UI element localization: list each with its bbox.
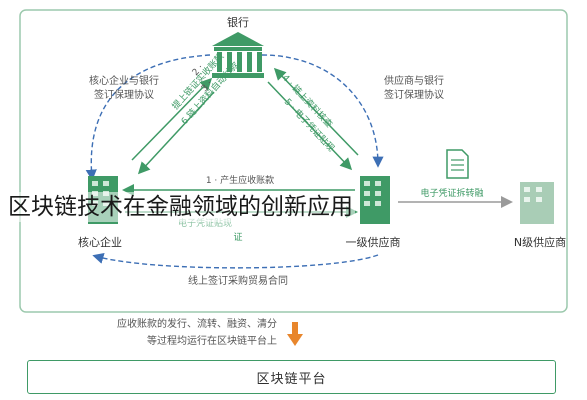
arrow-bank-to-core [137,91,215,175]
arrow-tier1-to-bank [273,67,359,156]
arrow-bank-to-tier1 [267,81,353,171]
right-agreement-line1: 供应商与银行 [384,74,444,87]
note-line-1: 应收账款的发行、流转、融资、清分 [117,319,277,330]
tierN-supplier-label: N级供应商 [514,235,566,249]
dashed-arc-right [261,54,384,168]
contract-label: 线上签订采购贸易合同 [188,274,288,287]
tier1-supplier-building-icon [360,176,390,224]
core-enterprise-label: 核心企业 [78,235,122,249]
cert-label: 证 [233,232,242,243]
tier1-supplier-label: 一级供应商 [346,235,401,249]
platform-label: 区块链平台 [256,371,327,387]
bank-label: 银行 [227,15,249,29]
right-agreement-line2: 签订保理协议 [384,88,444,101]
outer-frame [19,9,568,313]
blockchain-platform-bar: 区块链平台 [27,360,556,394]
note-line-2: 等过程均运行在区块链平台上 [147,336,277,347]
dashed-arc-left [85,54,211,181]
bank-icon [212,32,264,78]
overlay-caption: 区块链技术在金融领域的创新应用 [6,192,355,222]
dashed-arc-bottom [92,252,379,269]
tierN-supplier-building-icon [520,182,554,224]
arrow-core-to-bank [131,77,213,161]
voucher-label: 电子凭证拆转融 [420,187,483,199]
left-agreement-line2: 签订保理协议 [94,88,154,101]
platform-note: 应收账款的发行、流转、融资、清分 等过程均运行在区块链平台上 [27,316,277,354]
left-agreement-line1: 核心企业与银行 [89,74,159,87]
step1-label: 1 · 产生应收账款 [206,174,274,186]
down-arrow-icon [287,322,303,346]
document-icon [446,149,469,179]
